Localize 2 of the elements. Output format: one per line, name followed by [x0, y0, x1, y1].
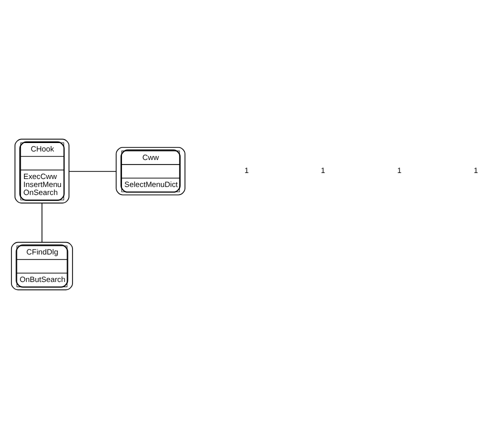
connector	[68, 170, 116, 172]
connector	[41, 202, 42, 242]
